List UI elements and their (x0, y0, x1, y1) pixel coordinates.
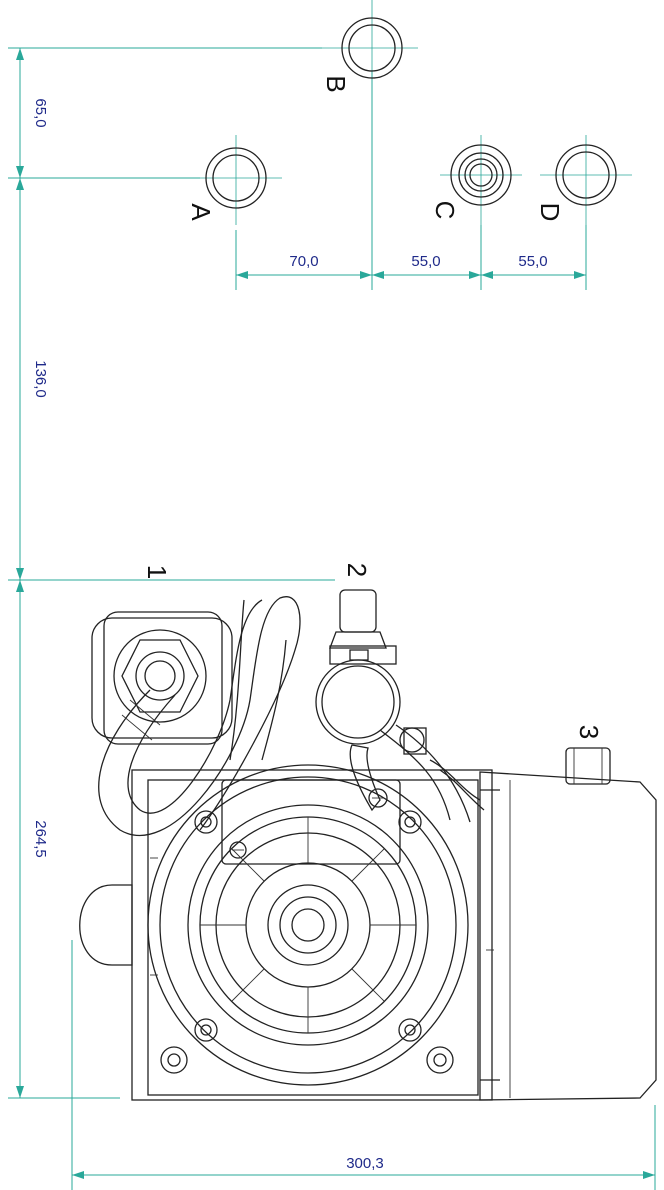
fitting-1 (91, 611, 233, 745)
dimension-lines (8, 47, 656, 1190)
port-a (190, 135, 282, 225)
motor-tail (479, 771, 657, 1101)
port-d-label: D (535, 203, 565, 222)
wires (429, 759, 485, 811)
dim-136: 136,0 (32, 360, 49, 398)
dim-55-first: 55,0 (411, 253, 440, 270)
motor-housing (147, 764, 469, 1086)
dim-70: 70,0 (289, 253, 318, 270)
motor-body (131, 769, 493, 1101)
fitting-3 (565, 747, 611, 785)
hose-1 (98, 596, 301, 837)
port-b (318, 0, 418, 90)
callout-1: 1 (142, 565, 172, 579)
dim-65: 65,0 (32, 98, 49, 127)
dim-55-second: 55,0 (518, 253, 547, 270)
dim-264: 264,5 (32, 820, 49, 858)
callout-2: 2 (342, 563, 372, 577)
pump-assembly (79, 589, 657, 1101)
port-a-label: A (186, 203, 216, 221)
fitting-2 (315, 589, 471, 823)
port-d (540, 135, 632, 225)
port-c (440, 135, 522, 225)
port-b-label: B (321, 75, 351, 92)
dim-300: 300,3 (346, 1155, 384, 1172)
housing-bolts (160, 810, 454, 1074)
callout-3: 3 (574, 725, 604, 739)
port-c-label: C (430, 201, 460, 220)
end-cap (79, 857, 158, 976)
